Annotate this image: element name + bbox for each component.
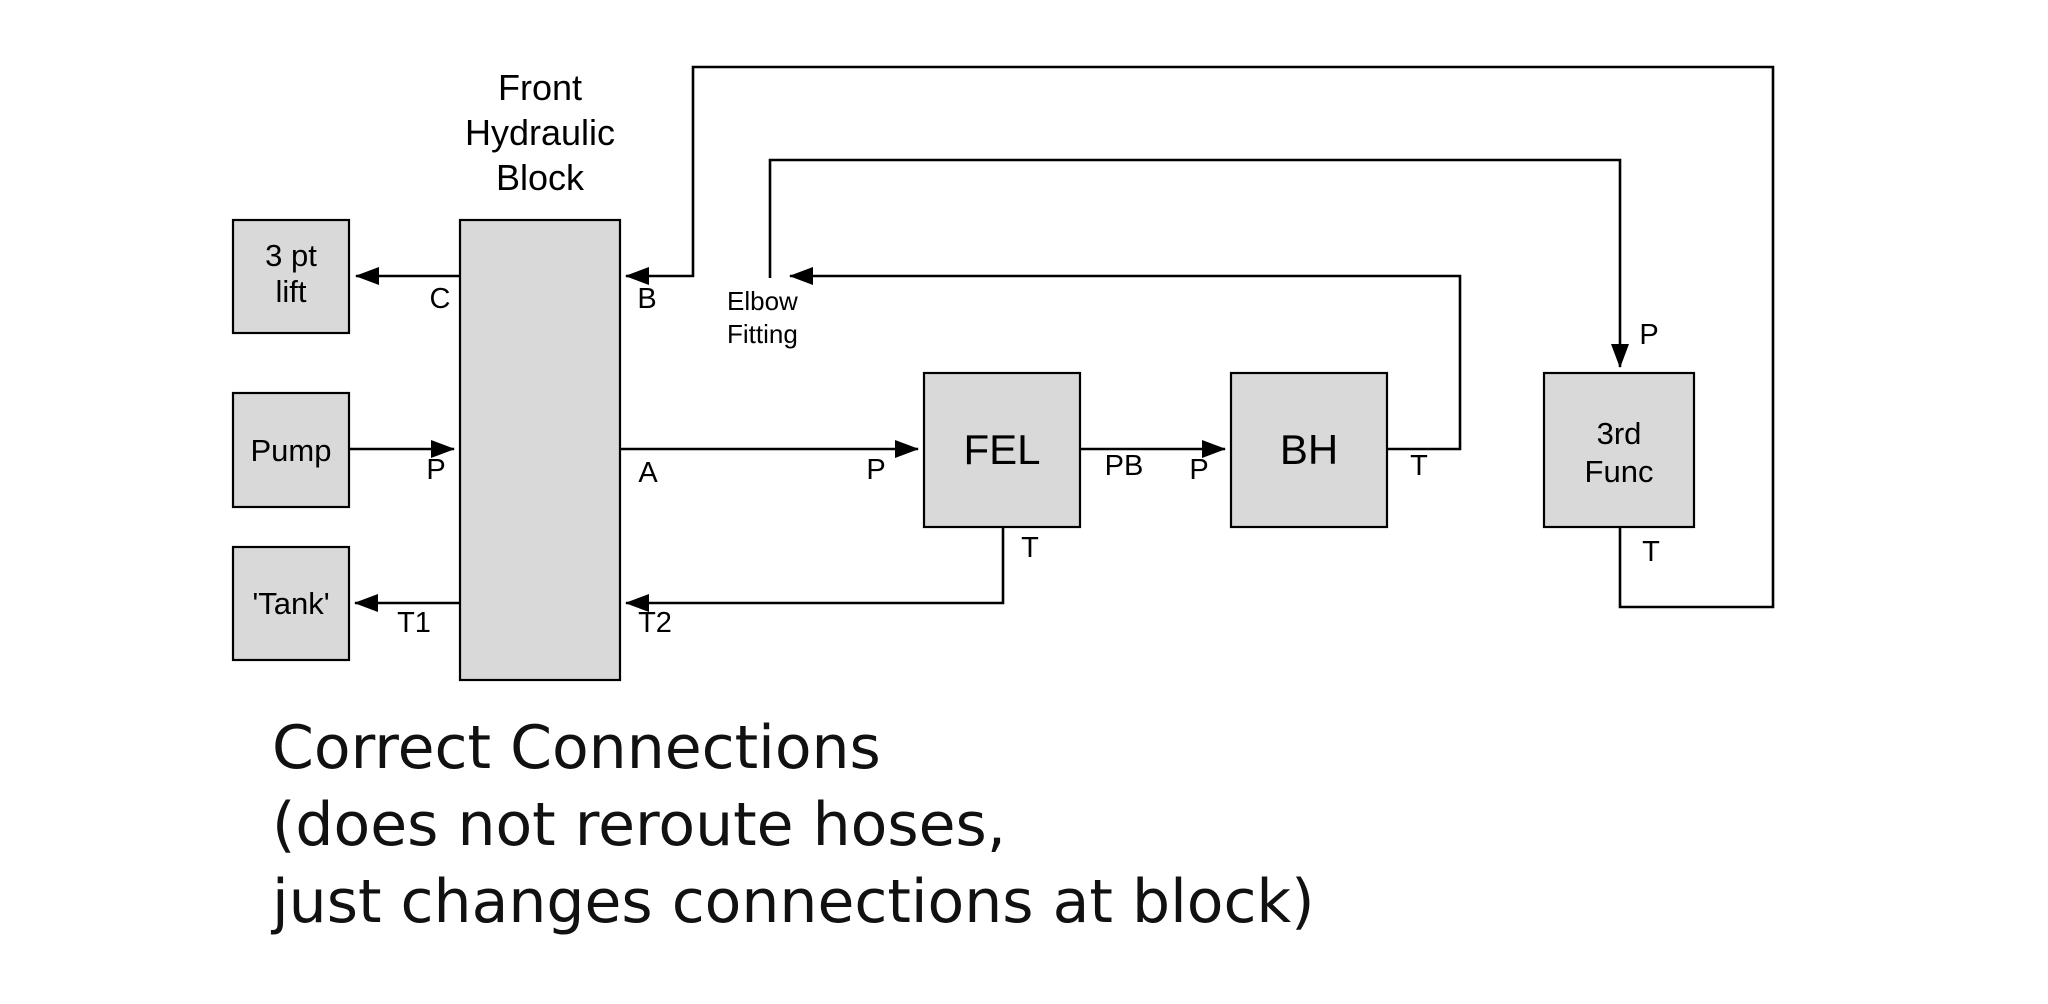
label-3pt-line1: 3 pt [265, 238, 317, 273]
box-3rd-func [1542, 371, 1696, 529]
port-label-c: C [430, 283, 451, 315]
port-label-3rd-func-p: P [1639, 319, 1658, 351]
port-label-block-p: P [426, 454, 445, 486]
caption-line3: just changes connections at block) [270, 867, 1315, 937]
port-label-block-a: A [638, 457, 658, 489]
block-title-line2: Hydraulic [465, 112, 615, 153]
block-title-line1: Front [498, 67, 582, 108]
box-bh [1229, 371, 1389, 529]
label-fel: FEL [963, 426, 1040, 473]
caption-line1: Correct Connections [272, 713, 881, 783]
port-label-bh-t: T [1410, 450, 1428, 482]
label-bh: BH [1280, 426, 1338, 473]
box-pump [231, 391, 351, 509]
label-pump: Pump [251, 433, 332, 468]
label-3rd-func-line2: Func [1585, 454, 1654, 489]
label-tank: 'Tank' [252, 586, 329, 621]
port-label-fel-p: P [866, 454, 885, 486]
hose-3rd-func-t-to-block-b [625, 65, 1775, 609]
box-fel [922, 371, 1082, 529]
port-label-fel-pb: PB [1105, 450, 1144, 482]
hose-bh-t-to-elbow-fitting [789, 267, 1462, 451]
label-3rd-func-line1: 3rd [1597, 416, 1642, 451]
block-title-line3: Block [496, 157, 585, 198]
port-label-b: B [637, 283, 656, 315]
box-tank [231, 545, 351, 662]
caption-line2: (does not reroute hoses, [272, 790, 1006, 860]
box-front-hydraulic-block [458, 218, 622, 682]
port-label-bh-p: P [1189, 454, 1208, 486]
elbow-fitting-note-line1: Elbow [727, 286, 798, 316]
port-label-block-t2: T2 [638, 607, 672, 639]
port-label-fel-t: T [1021, 532, 1039, 564]
hose-elbow-to-3rd-func-p [768, 158, 1629, 368]
box-3pt-lift [231, 218, 351, 335]
port-label-3rd-func-t: T [1642, 536, 1660, 568]
hose-fel-t-to-block-t2 [625, 527, 1005, 612]
port-label-block-t1: T1 [397, 607, 431, 639]
elbow-fitting-note-line2: Fitting [727, 319, 798, 349]
label-3pt-line2: lift [276, 274, 307, 309]
